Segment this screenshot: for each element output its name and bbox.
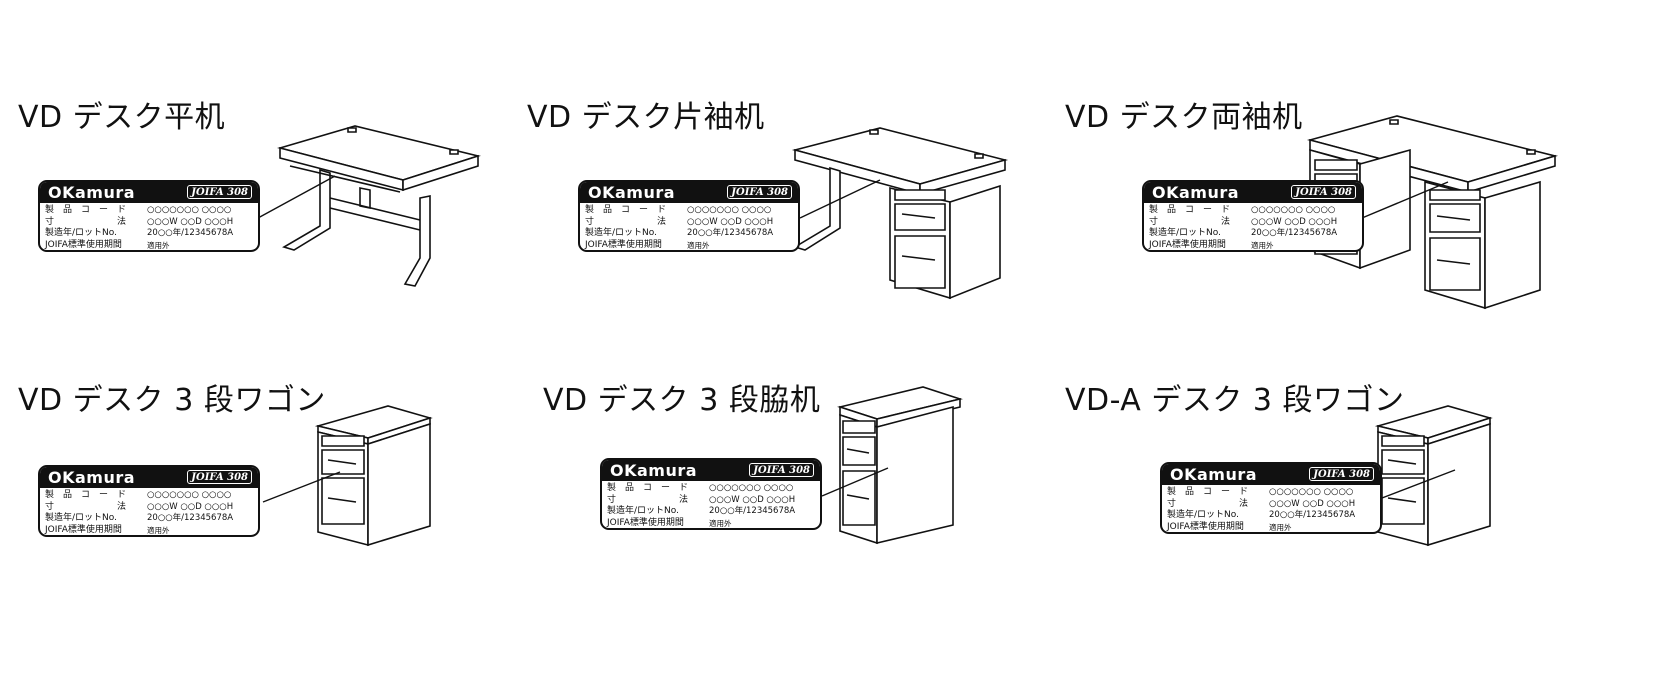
panel-title-flat-desk: VD デスク平机 bbox=[18, 100, 226, 135]
label-row-joifa-period: JOIFA標準使用期間適用外 bbox=[45, 524, 170, 535]
product-label-single-pedestal: OKamura JOIFA 308 製 品 コ ー ド○○○○○○○ ○○○○ … bbox=[578, 180, 800, 252]
okamura-logo: OKamura bbox=[610, 461, 698, 480]
leader-line-wagon bbox=[263, 472, 340, 502]
single-pedestal-desk-illustration bbox=[790, 118, 1010, 303]
okamura-logo: OKamura bbox=[588, 183, 676, 202]
label-row-dimensions: 寸 法○○○W ○○D ○○○H bbox=[585, 216, 774, 227]
product-label-side-cabinet: OKamura JOIFA 308 製 品 コ ー ド○○○○○○○ ○○○○ … bbox=[600, 458, 822, 530]
label-row-product-code: 製 品 コ ー ド○○○○○○○ ○○○○ bbox=[585, 205, 772, 215]
okamura-logo: OKamura bbox=[48, 183, 136, 202]
label-row-product-code: 製 品 コ ー ド○○○○○○○ ○○○○ bbox=[607, 483, 794, 493]
label-row-dimensions: 寸 法○○○W ○○D ○○○H bbox=[45, 216, 234, 227]
joifa-cert-badge: JOIFA 308 bbox=[187, 185, 252, 199]
label-row-lot-no: 製造年/ロットNo.20○○年/12345678A bbox=[1167, 510, 1356, 520]
label-row-joifa-period: JOIFA標準使用期間適用外 bbox=[45, 239, 170, 250]
wagon-illustration bbox=[310, 400, 440, 550]
product-label-vda-wagon: OKamura JOIFA 308 製 品 コ ー ド○○○○○○○ ○○○○ … bbox=[1160, 462, 1382, 534]
joifa-cert-badge: JOIFA 308 bbox=[749, 463, 814, 477]
label-header: OKamura JOIFA 308 bbox=[40, 182, 258, 203]
product-label-wagon: OKamura JOIFA 308 製 品 コ ー ド○○○○○○○ ○○○○ … bbox=[38, 465, 260, 537]
panel-title-wagon: VD デスク 3 段ワゴン bbox=[18, 383, 326, 418]
label-row-dimensions: 寸 法○○○W ○○D ○○○H bbox=[1167, 498, 1356, 509]
label-row-joifa-period: JOIFA標準使用期間適用外 bbox=[585, 239, 710, 250]
label-row-dimensions: 寸 法○○○W ○○D ○○○H bbox=[45, 501, 234, 512]
label-header: OKamura JOIFA 308 bbox=[1162, 464, 1380, 485]
panel-title-vda-wagon: VD-A デスク 3 段ワゴン bbox=[1065, 383, 1405, 418]
label-header: OKamura JOIFA 308 bbox=[40, 467, 258, 488]
joifa-cert-badge: JOIFA 308 bbox=[1291, 185, 1356, 199]
leader-line-double-pedestal bbox=[1362, 182, 1448, 218]
label-row-lot-no: 製造年/ロットNo.20○○年/12345678A bbox=[1149, 228, 1338, 238]
joifa-cert-badge: JOIFA 308 bbox=[727, 185, 792, 199]
leader-line-side-cabinet bbox=[822, 468, 888, 496]
label-row-dimensions: 寸 法○○○W ○○D ○○○H bbox=[1149, 216, 1338, 227]
flat-desk-illustration bbox=[270, 118, 485, 293]
panel-title-double-pedestal-desk: VD デスク両袖机 bbox=[1065, 100, 1303, 135]
joifa-cert-badge: JOIFA 308 bbox=[187, 470, 252, 484]
label-row-product-code: 製 品 コ ー ド○○○○○○○ ○○○○ bbox=[45, 205, 232, 215]
leader-line-vda-wagon bbox=[1382, 470, 1455, 498]
panel-title-single-pedestal-desk: VD デスク片袖机 bbox=[527, 100, 765, 135]
okamura-logo: OKamura bbox=[1152, 183, 1240, 202]
label-row-product-code: 製 品 コ ー ド○○○○○○○ ○○○○ bbox=[1149, 205, 1336, 215]
product-label-flat-desk: OKamura JOIFA 308 製 品 コ ー ド○○○○○○○ ○○○○ … bbox=[38, 180, 260, 252]
product-label-double-pedestal: OKamura JOIFA 308 製 品 コ ー ド○○○○○○○ ○○○○ … bbox=[1142, 180, 1364, 252]
label-header: OKamura JOIFA 308 bbox=[1144, 182, 1362, 203]
label-row-lot-no: 製造年/ロットNo.20○○年/12345678A bbox=[45, 228, 234, 238]
okamura-logo: OKamura bbox=[1170, 465, 1258, 484]
leader-line-flat-desk bbox=[258, 176, 335, 218]
leader-line-single-pedestal bbox=[800, 180, 880, 218]
side-cabinet-illustration bbox=[835, 385, 965, 550]
label-row-product-code: 製 品 コ ー ド○○○○○○○ ○○○○ bbox=[1167, 487, 1354, 497]
label-row-lot-no: 製造年/ロットNo.20○○年/12345678A bbox=[607, 506, 796, 516]
joifa-cert-badge: JOIFA 308 bbox=[1309, 467, 1374, 481]
okamura-logo: OKamura bbox=[48, 468, 136, 487]
label-row-dimensions: 寸 法○○○W ○○D ○○○H bbox=[607, 494, 796, 505]
label-header: OKamura JOIFA 308 bbox=[602, 460, 820, 481]
label-row-joifa-period: JOIFA標準使用期間適用外 bbox=[1149, 239, 1274, 250]
label-header: OKamura JOIFA 308 bbox=[580, 182, 798, 203]
panel-title-side-cabinet: VD デスク 3 段脇机 bbox=[543, 383, 821, 418]
label-row-lot-no: 製造年/ロットNo.20○○年/12345678A bbox=[585, 228, 774, 238]
label-row-joifa-period: JOIFA標準使用期間適用外 bbox=[1167, 521, 1292, 532]
label-row-joifa-period: JOIFA標準使用期間適用外 bbox=[607, 517, 732, 528]
vda-wagon-illustration bbox=[1370, 400, 1500, 550]
label-row-product-code: 製 品 コ ー ド○○○○○○○ ○○○○ bbox=[45, 490, 232, 500]
label-row-lot-no: 製造年/ロットNo.20○○年/12345678A bbox=[45, 513, 234, 523]
